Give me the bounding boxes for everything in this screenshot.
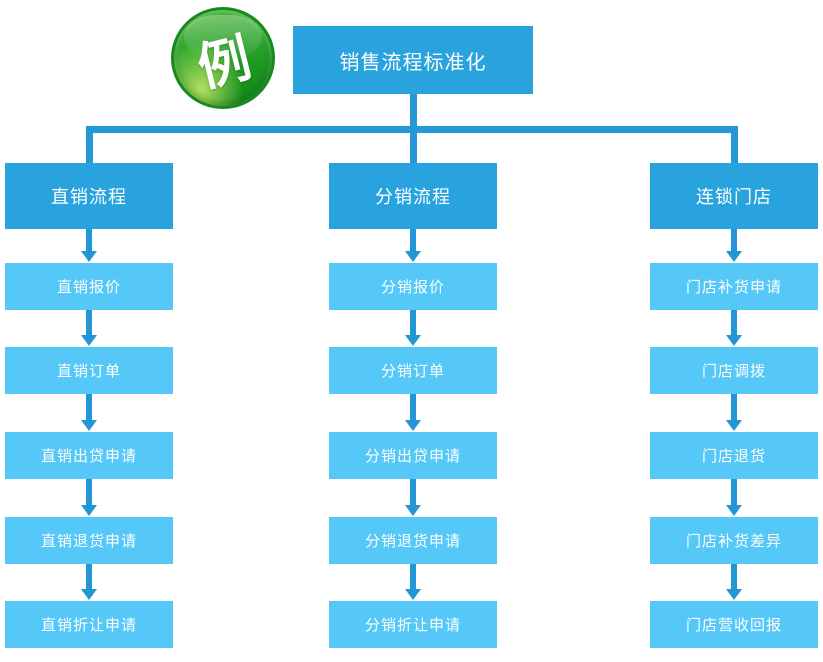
example-badge-label: 例 [192, 28, 257, 98]
root-node-label: 销售流程标准化 [339, 51, 487, 74]
down-arrow-icon [81, 564, 97, 600]
column2-node-5-label: 分销折让申请 [364, 617, 461, 634]
down-arrow-icon [405, 310, 421, 346]
connector-root-stub [410, 94, 417, 127]
down-arrow-icon [405, 564, 421, 600]
column3-header-node: 连锁门店 [650, 163, 818, 229]
column3-node-3-label: 门店退货 [701, 448, 766, 465]
column3-node-2-label: 门店调拨 [701, 363, 766, 380]
down-arrow-icon [405, 229, 421, 262]
root-node: 销售流程标准化 [293, 26, 533, 94]
down-arrow-icon [726, 229, 742, 262]
column2-node-4: 分销退货申请 [329, 517, 497, 564]
connector-drop-col2 [410, 126, 417, 163]
column1-node-5: 直销折让申请 [5, 601, 173, 648]
column1-node-5-label: 直销折让申请 [40, 617, 137, 634]
column3-node-4-label: 门店补货差异 [685, 533, 782, 550]
column2-node-4-label: 分销退货申请 [364, 533, 461, 550]
column1-node-2-label: 直销订单 [56, 363, 121, 380]
column1-node-3: 直销出贷申请 [5, 432, 173, 479]
column2-node-3-label: 分销出贷申请 [364, 448, 461, 465]
column1-header-node: 直销流程 [5, 163, 173, 229]
column1-node-1-label: 直销报价 [56, 279, 121, 296]
column2-node-2: 分销订单 [329, 347, 497, 394]
down-arrow-icon [81, 394, 97, 431]
column1-node-2: 直销订单 [5, 347, 173, 394]
connector-drop-col1 [86, 126, 93, 163]
column1-node-4: 直销退货申请 [5, 517, 173, 564]
column3-header-label: 连锁门店 [696, 187, 772, 207]
badge-gloss-highlight [183, 14, 263, 59]
column1-node-3-label: 直销出贷申请 [40, 448, 137, 465]
down-arrow-icon [726, 479, 742, 516]
column1-node-1: 直销报价 [5, 263, 173, 310]
down-arrow-icon [726, 564, 742, 600]
column3-node-1: 门店补货申请 [650, 263, 818, 310]
column1-header-label: 直销流程 [51, 187, 127, 207]
down-arrow-icon [405, 394, 421, 431]
down-arrow-icon [405, 479, 421, 516]
down-arrow-icon [726, 310, 742, 346]
down-arrow-icon [81, 479, 97, 516]
column2-node-1: 分销报价 [329, 263, 497, 310]
column3-node-3: 门店退货 [650, 432, 818, 479]
column3-node-5-label: 门店营收回报 [685, 617, 782, 634]
column2-node-2-label: 分销订单 [380, 363, 445, 380]
down-arrow-icon [81, 229, 97, 262]
example-badge: 例 [171, 7, 275, 109]
column1-node-4-label: 直销退货申请 [40, 533, 137, 550]
down-arrow-icon [726, 394, 742, 431]
column3-node-1-label: 门店补货申请 [685, 279, 782, 296]
column3-node-4: 门店补货差异 [650, 517, 818, 564]
column2-node-1-label: 分销报价 [380, 279, 445, 296]
column2-header-label: 分销流程 [375, 187, 451, 207]
connector-drop-col3 [731, 126, 738, 163]
column3-node-5: 门店营收回报 [650, 601, 818, 648]
down-arrow-icon [81, 310, 97, 346]
column2-node-5: 分销折让申请 [329, 601, 497, 648]
column2-header-node: 分销流程 [329, 163, 497, 229]
column2-node-3: 分销出贷申请 [329, 432, 497, 479]
column3-node-2: 门店调拨 [650, 347, 818, 394]
